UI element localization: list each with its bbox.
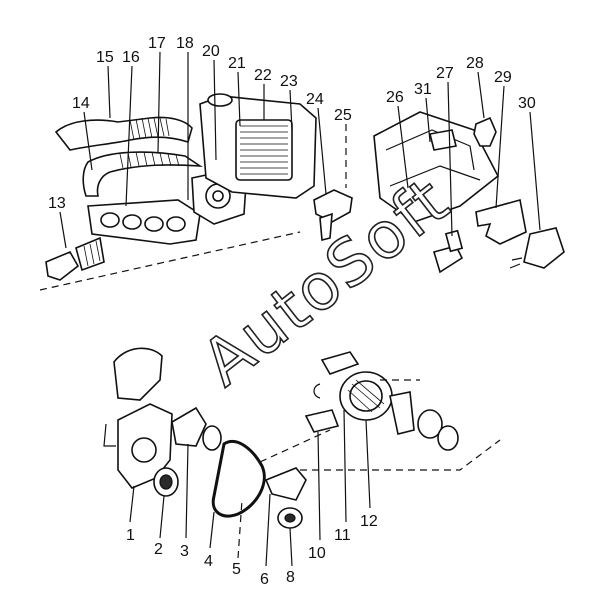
callout-17: 17 [148, 35, 166, 52]
callout-21: 21 [228, 55, 246, 72]
callout-23: 23 [280, 73, 298, 90]
bracket-29 [475, 198, 527, 245]
callout-1: 1 [126, 527, 135, 544]
callout-4: 4 [204, 553, 213, 570]
sensor-27 [432, 229, 464, 274]
callout-13: 13 [48, 195, 66, 212]
tensioner-3 [171, 406, 222, 451]
callout-28: 28 [466, 55, 484, 72]
leader-lines [59, 51, 541, 567]
bracket-6 [264, 467, 307, 501]
callout-26: 26 [386, 89, 404, 106]
callout-14: 14 [72, 95, 90, 112]
air-filter-housing [199, 93, 317, 199]
sensor-24 [313, 189, 353, 242]
callout-12: 12 [360, 513, 378, 530]
corrugated-hose [82, 151, 203, 197]
callout-3: 3 [180, 543, 189, 560]
callout-31: 31 [414, 81, 432, 98]
sensor-28 [473, 116, 497, 147]
callout-6: 6 [260, 571, 269, 588]
callout-8: 8 [286, 569, 295, 586]
alternator [313, 351, 393, 421]
intake-manifold [87, 199, 201, 245]
drive-belt [211, 440, 266, 518]
callout-11: 11 [334, 527, 351, 544]
pulley-12 [389, 391, 459, 451]
callout-16: 16 [122, 49, 140, 66]
timing-cover [113, 347, 163, 401]
callout-27: 27 [436, 65, 454, 82]
oil-filter [45, 236, 105, 281]
callout-10: 10 [308, 545, 326, 562]
connector-30 [509, 227, 565, 269]
pulley-2 [153, 467, 179, 497]
reference-lines [39, 231, 501, 471]
callout-22: 22 [254, 67, 272, 84]
mount-10 [304, 409, 340, 433]
callout-25: 25 [334, 107, 352, 124]
pulley-8 [277, 507, 303, 529]
intake-hose-upper [54, 116, 193, 151]
callout-15: 15 [96, 49, 114, 66]
callout-30: 30 [518, 95, 536, 112]
callout-20: 20 [202, 43, 220, 60]
callout-5: 5 [232, 561, 241, 578]
callout-29: 29 [494, 69, 512, 86]
callout-18: 18 [176, 35, 194, 52]
callout-2: 2 [154, 541, 163, 558]
callout-24: 24 [306, 91, 324, 108]
callout-labels: 1 2 3 4 5 6 8 10 11 12 13 14 15 16 17 18… [48, 35, 536, 588]
